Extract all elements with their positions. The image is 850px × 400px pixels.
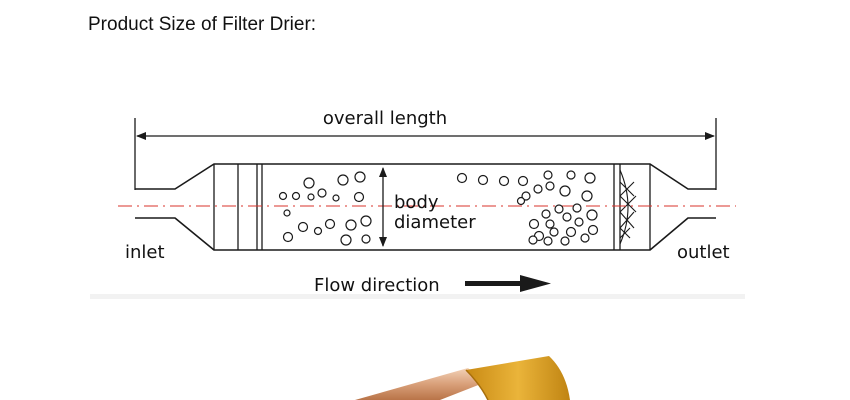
drier-body-outline xyxy=(135,163,716,251)
diagram-shadow xyxy=(90,294,745,299)
product-photo xyxy=(355,356,570,400)
flow-direction-label: Flow direction xyxy=(314,275,440,296)
desiccant-bead-icon xyxy=(278,171,372,246)
page-title: Product Size of Filter Drier: xyxy=(88,14,317,35)
brass-end-cap xyxy=(466,356,570,400)
brass-cap-rim xyxy=(465,369,489,400)
body-diameter-label-line1: body xyxy=(394,192,439,213)
body-diameter-label-line2: diameter xyxy=(394,212,476,233)
flow-arrow-icon xyxy=(465,275,551,292)
outlet-filter-screen xyxy=(613,164,637,250)
desiccant-beads-right xyxy=(456,170,599,246)
overall-length-label: overall length xyxy=(323,108,447,129)
copper-tube xyxy=(355,368,486,400)
mesh-screen-icon xyxy=(619,169,637,245)
inlet-filter-screen xyxy=(237,164,263,250)
outlet-label: outlet xyxy=(677,242,730,263)
inlet-label: inlet xyxy=(125,242,165,263)
